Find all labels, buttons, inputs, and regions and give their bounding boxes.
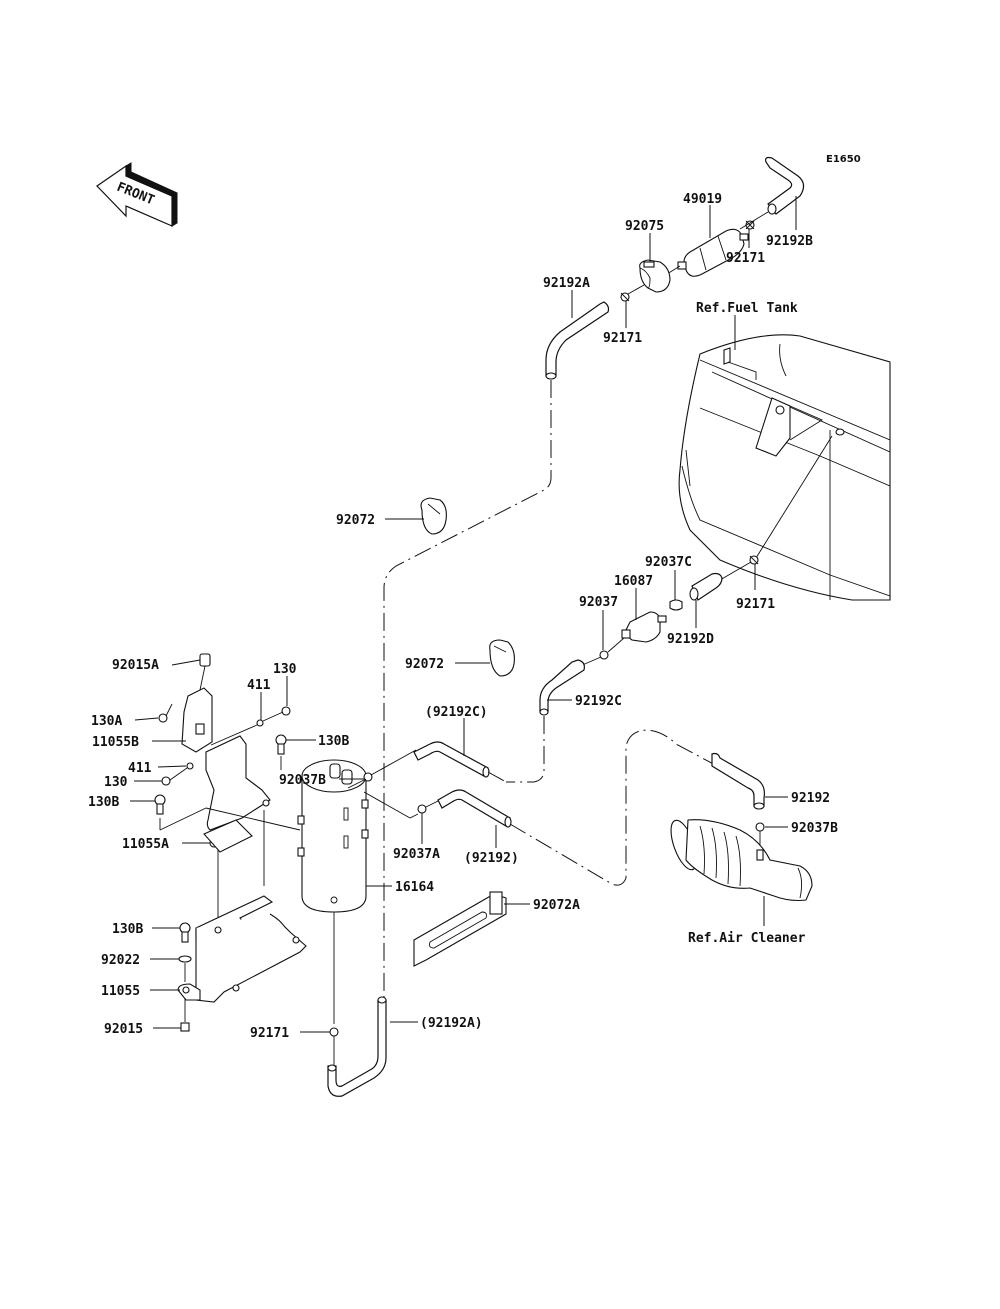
clip-92037a [417, 804, 427, 814]
label-92072[interactable]: 92072 [405, 657, 444, 672]
nut-92015 [180, 1022, 190, 1032]
ref-fuel-tank: Ref.Fuel Tank [696, 301, 798, 316]
label-92192a[interactable]: 92192A [543, 276, 590, 291]
label-92171[interactable]: 92171 [736, 597, 775, 612]
washer-411-top [256, 719, 264, 727]
clip-92171-top [620, 292, 630, 302]
label-92075[interactable]: 92075 [625, 219, 664, 234]
hose-92192b [765, 156, 805, 215]
label-92037c[interactable]: 92037C [645, 555, 692, 570]
routing-line-92192c-paren [487, 771, 507, 783]
hose-92192 [711, 752, 765, 810]
label-130b[interactable]: 130B [318, 734, 349, 749]
bolt-130b-low [179, 922, 191, 943]
label-92192a-paren[interactable]: (92192A) [420, 1016, 483, 1031]
label-411[interactable]: 411 [247, 678, 271, 693]
label-92192[interactable]: 92192 [791, 791, 830, 806]
cap-92015a [199, 653, 211, 667]
bracket-11055 [177, 895, 307, 1003]
label-92192-paren[interactable]: (92192) [464, 851, 519, 866]
label-92192d[interactable]: 92192D [667, 632, 714, 647]
label-92037b[interactable]: 92037B [279, 773, 326, 788]
ref-air-cleaner: Ref.Air Cleaner [688, 931, 806, 946]
label-49019[interactable]: 49019 [683, 192, 722, 207]
fuel-tank-reference [678, 334, 891, 601]
label-92037b[interactable]: 92037B [791, 821, 838, 836]
air-cleaner-reference [670, 819, 813, 902]
label-92037[interactable]: 92037 [579, 595, 618, 610]
label-130[interactable]: 130 [104, 775, 128, 790]
label-92015[interactable]: 92015 [104, 1022, 143, 1037]
label-130b[interactable]: 130B [112, 922, 143, 937]
bolt-130a [158, 703, 173, 723]
label-16164[interactable]: 16164 [395, 880, 434, 895]
band-92072a [413, 891, 507, 967]
label-92192c[interactable]: 92192C [575, 694, 622, 709]
valve-16087 [621, 611, 667, 643]
bracket-11055a [203, 735, 271, 853]
label-130[interactable]: 130 [273, 662, 297, 677]
routing-line-92192c [506, 716, 545, 783]
fuel-filter-49019 [677, 228, 749, 277]
front-arrow-icon: FRONT [96, 162, 178, 227]
bracket-11055b [181, 687, 213, 753]
bolt-130b-top [275, 734, 287, 755]
canister-16164 [297, 759, 369, 913]
label-92072[interactable]: 92072 [336, 513, 375, 528]
hose-92192d [689, 572, 723, 601]
clip-92037c [669, 599, 683, 611]
hose-92192c [539, 659, 585, 716]
label-130b[interactable]: 130B [88, 795, 119, 810]
clip-92037b-air [755, 822, 765, 832]
diagram-code: E1650 [826, 154, 861, 165]
label-11055b[interactable]: 11055B [92, 735, 139, 750]
label-16087[interactable]: 16087 [614, 574, 653, 589]
bolt-130-top [281, 706, 291, 716]
hose-92192a-paren [327, 996, 387, 1097]
clip-92171-bottom [329, 1027, 339, 1037]
label-92037a[interactable]: 92037A [393, 847, 440, 862]
clamp-92075 [639, 259, 671, 293]
label-92171[interactable]: 92171 [603, 331, 642, 346]
band-92072-mid [489, 639, 515, 677]
label-92171[interactable]: 92171 [726, 251, 765, 266]
clip-92171-filter [745, 220, 755, 230]
band-92072-upper [420, 497, 447, 535]
hose-92192c-paren [413, 741, 490, 778]
clip-92171-tank [749, 555, 759, 565]
label-11055[interactable]: 11055 [101, 984, 140, 999]
label-92022[interactable]: 92022 [101, 953, 140, 968]
label-92015a[interactable]: 92015A [112, 658, 159, 673]
bolt-130-mid [161, 776, 171, 786]
routing-line-main [383, 380, 552, 1000]
label-411[interactable]: 411 [128, 761, 152, 776]
label-92192c-paren[interactable]: (92192C) [425, 705, 488, 720]
hose-92192a [545, 301, 610, 380]
label-130a[interactable]: 130A [91, 714, 122, 729]
label-92171[interactable]: 92171 [250, 1026, 289, 1041]
hose-92192-paren [437, 789, 512, 828]
washer-92022 [178, 955, 192, 963]
routing-line-92192 [509, 729, 763, 886]
washer-411-mid [186, 762, 194, 770]
label-11055a[interactable]: 11055A [122, 837, 169, 852]
label-92072a[interactable]: 92072A [533, 898, 580, 913]
label-92192b[interactable]: 92192B [766, 234, 813, 249]
bolt-130b-mid [154, 794, 166, 815]
clip-92037 [599, 650, 609, 660]
